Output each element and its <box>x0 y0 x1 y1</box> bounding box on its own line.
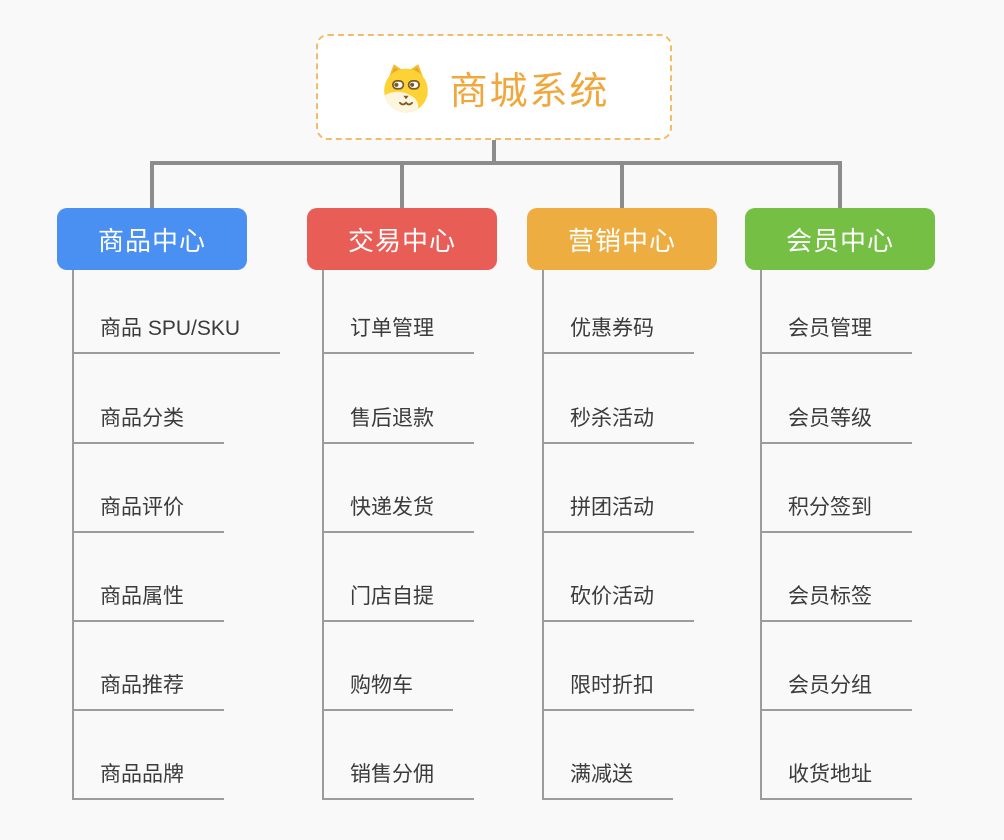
leaf-node[interactable]: 会员管理 <box>760 314 912 354</box>
connector-drop-products <box>150 163 154 209</box>
branch-spine <box>72 270 74 800</box>
branch-node-trade[interactable]: 交易中心 <box>307 208 497 270</box>
leaf-node[interactable]: 售后退款 <box>322 404 474 444</box>
leaf-node[interactable]: 优惠券码 <box>542 314 694 354</box>
leaf-node[interactable]: 拼团活动 <box>542 493 694 533</box>
leaf-node[interactable]: 满减送 <box>542 760 673 800</box>
connector-drop-marketing <box>620 163 624 209</box>
leaf-node[interactable]: 秒杀活动 <box>542 404 694 444</box>
branch-spine <box>322 270 324 800</box>
leaf-node[interactable]: 订单管理 <box>322 314 474 354</box>
leaf-node[interactable]: 商品分类 <box>72 404 224 444</box>
branch-column-marketing: 营销中心 优惠券码 秒杀活动 拼团活动 砍价活动 限时折扣 满减送 <box>527 208 717 840</box>
branch-node-members[interactable]: 会员中心 <box>745 208 935 270</box>
leaf-node[interactable]: 会员标签 <box>760 582 912 622</box>
leaf-node[interactable]: 商品品牌 <box>72 760 224 800</box>
root-node-label: 商城系统 <box>449 70 610 113</box>
dog-face-icon <box>378 59 434 115</box>
connector-drop-members <box>838 163 842 209</box>
connector-horizontal-rail <box>150 161 842 165</box>
leaf-node[interactable]: 商品 SPU/SKU <box>72 314 281 354</box>
branch-spine <box>760 270 762 800</box>
leaf-node[interactable]: 购物车 <box>322 671 453 711</box>
branch-node-marketing[interactable]: 营销中心 <box>527 208 717 270</box>
leaf-node[interactable]: 快递发货 <box>322 493 474 533</box>
leaf-node[interactable]: 积分签到 <box>760 493 912 533</box>
leaf-node[interactable]: 会员等级 <box>760 404 912 444</box>
branch-spine <box>542 270 544 800</box>
leaf-node[interactable]: 砍价活动 <box>542 582 694 622</box>
branch-column-products: 商品中心 商品 SPU/SKU 商品分类 商品评价 商品属性 商品推荐 商品品牌 <box>57 208 281 840</box>
leaf-node[interactable]: 会员分组 <box>760 671 912 711</box>
connector-root-drop <box>492 140 496 165</box>
leaf-node[interactable]: 限时折扣 <box>542 671 694 711</box>
leaf-node[interactable]: 商品评价 <box>72 493 224 533</box>
connector-drop-trade <box>400 163 404 209</box>
leaf-node[interactable]: 销售分佣 <box>322 760 474 800</box>
leaf-node[interactable]: 商品属性 <box>72 582 224 622</box>
root-node[interactable]: 商城系统 <box>316 34 672 140</box>
leaf-node[interactable]: 门店自提 <box>322 582 474 622</box>
branch-node-products[interactable]: 商品中心 <box>57 208 247 270</box>
branch-column-trade: 交易中心 订单管理 售后退款 快递发货 门店自提 购物车 销售分佣 <box>307 208 497 840</box>
leaf-node[interactable]: 收货地址 <box>760 760 912 800</box>
branch-column-members: 会员中心 会员管理 会员等级 积分签到 会员标签 会员分组 收货地址 <box>745 208 935 840</box>
leaf-node[interactable]: 商品推荐 <box>72 671 224 711</box>
